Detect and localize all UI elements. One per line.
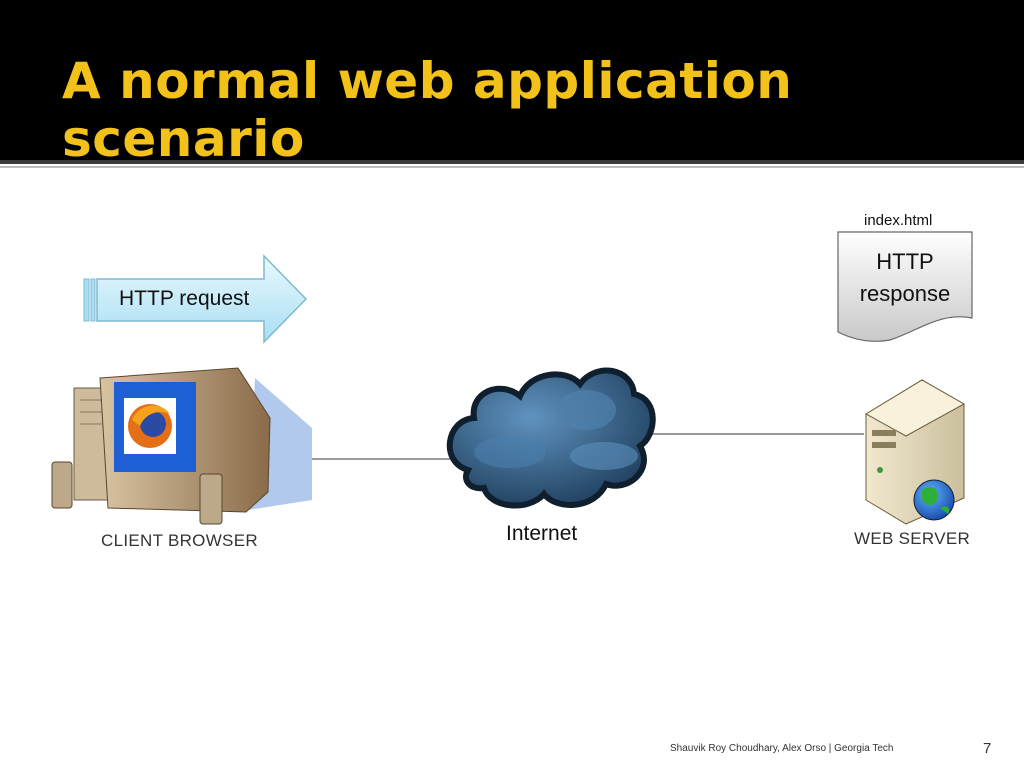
internet-label: Internet (506, 522, 578, 545)
title-bar: A normal web application scenario (0, 0, 1024, 168)
file-name-label: index.html (864, 212, 933, 229)
http-request-arrow (83, 254, 308, 344)
title-divider-thin (0, 166, 1024, 168)
connection-lines (312, 433, 864, 460)
http-response-label: HTTP response (859, 249, 951, 306)
title-divider (0, 160, 1024, 164)
http-response-document-icon (837, 231, 973, 342)
internet-cloud-icon (446, 367, 656, 509)
web-server-icon (865, 379, 966, 525)
footer-credit: Shauvik Roy Choudhary, Alex Orso | Georg… (670, 743, 894, 754)
page-number: 7 (983, 740, 992, 757)
client-computer-icon (51, 367, 312, 525)
client-browser-label: CLIENT BROWSER (101, 531, 258, 550)
slide-title: A normal web application scenario (62, 52, 793, 168)
http-request-label: HTTP request (119, 287, 250, 310)
web-server-label: WEB SERVER (854, 529, 971, 548)
